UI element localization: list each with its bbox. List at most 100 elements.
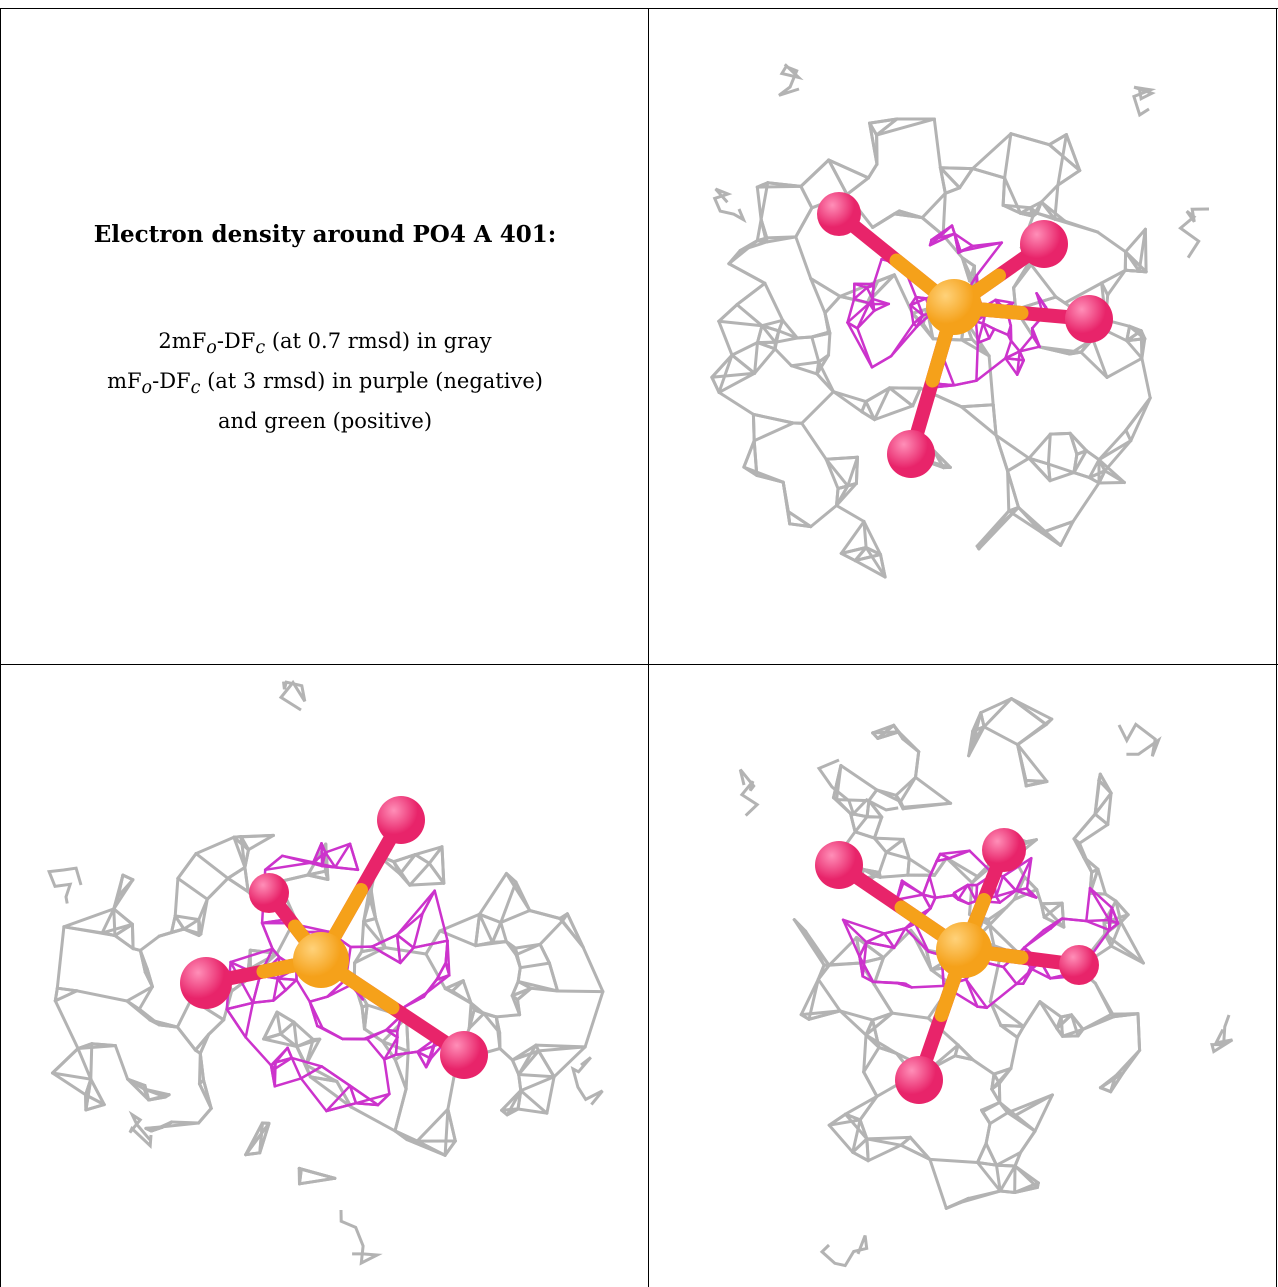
mesh-edge (308, 1000, 324, 1030)
mesh-edge (312, 861, 324, 868)
mesh-edge (809, 277, 827, 315)
mesh-edge (998, 889, 1018, 904)
mesh-edge (1087, 469, 1107, 480)
mesh-edge (717, 371, 757, 394)
mesh-edge (995, 1151, 1022, 1167)
mesh-edge (976, 337, 991, 345)
mesh-edge (1039, 200, 1057, 221)
mesh-edge (788, 522, 813, 529)
mesh-edge (1009, 697, 1054, 721)
mesh-edge (404, 1049, 410, 1091)
mesh-edge (1027, 456, 1050, 466)
mesh-edge (920, 216, 945, 237)
mesh-edge (304, 1063, 312, 1079)
mesh-edge (862, 520, 882, 556)
mesh-edge (1038, 1000, 1063, 1019)
oxygen-atom (895, 1056, 943, 1104)
mesh-edge (251, 999, 275, 1005)
mesh-edge (988, 1000, 1003, 1027)
mesh-edge (297, 1166, 337, 1180)
mesh-edge (1014, 856, 1033, 892)
mesh-edge (1049, 917, 1064, 930)
mesh-edge (854, 455, 859, 485)
mesh-edge (399, 946, 415, 965)
mesh-edge (710, 353, 734, 379)
mesh-edge (298, 1176, 337, 1186)
mesh-edge (971, 132, 1013, 171)
mesh-edge (545, 1075, 556, 1115)
phosphorus-atom (926, 279, 982, 335)
mesh-edge (62, 907, 116, 929)
mesh-edge (478, 912, 503, 924)
mesh-edge (742, 439, 756, 469)
mesh-edge (504, 940, 518, 957)
mesh-edge (498, 1047, 514, 1062)
mesh-edge (858, 955, 875, 984)
mesh-fragment (1210, 1014, 1234, 1054)
mesh-edge (1070, 1013, 1085, 1031)
mesh-edge (864, 546, 887, 579)
mesh-edge (1064, 133, 1082, 172)
mesh-edge (516, 966, 522, 983)
mesh-edge (911, 386, 922, 408)
mesh-edge (935, 857, 951, 863)
mesh-edge (861, 940, 868, 978)
mesh-edge (198, 1033, 211, 1055)
mesh-edge (862, 1045, 881, 1074)
mesh-edge (1054, 295, 1067, 305)
mesh-edge (959, 403, 995, 409)
mesh-edge (883, 932, 896, 950)
mesh-edge (392, 853, 417, 864)
mesh-edge (1053, 183, 1060, 221)
mesh-edge (467, 1012, 486, 1030)
mesh-edge (959, 405, 998, 437)
mesh-edge (244, 1121, 271, 1157)
mesh-edge (1001, 875, 1018, 892)
oxygen-atom (1059, 945, 1099, 985)
mesh-edge (53, 986, 59, 1003)
mesh-edge (304, 1063, 339, 1083)
mesh-edge (1071, 481, 1101, 524)
mesh-edge (894, 793, 905, 809)
mesh-edge (494, 1013, 522, 1019)
mesh-edge (370, 945, 402, 965)
mesh-edge (425, 978, 438, 995)
mesh-edge (960, 256, 976, 286)
mesh-edge (872, 982, 894, 1015)
density-render-1 (710, 63, 1210, 579)
mesh-edge (777, 329, 799, 340)
mesh-edge (517, 1073, 556, 1079)
mesh-edge (581, 945, 605, 994)
mesh-edge (354, 1101, 380, 1107)
mesh-edge (717, 390, 755, 416)
mesh-edge (1110, 906, 1120, 925)
mesh-edge (786, 510, 813, 529)
mesh-edge (871, 282, 875, 301)
mesh-edge (851, 1150, 870, 1163)
mesh-edge (853, 546, 868, 563)
mesh-edge (370, 933, 399, 948)
mesh-edge (710, 375, 721, 394)
mesh-edge (1030, 327, 1041, 348)
mesh-edge (100, 922, 134, 935)
mesh-edge (1081, 1015, 1116, 1031)
mesh-edge (112, 907, 117, 937)
mesh-edge (51, 1071, 88, 1097)
mesh-edge (112, 907, 134, 926)
mesh-edge (1007, 509, 1044, 535)
mesh-edge (773, 336, 799, 344)
mesh-edge (528, 909, 562, 920)
mesh-edge (76, 1047, 93, 1081)
mesh-edge (789, 360, 821, 368)
mesh-edge (226, 876, 250, 894)
mesh-edge (921, 893, 932, 910)
mesh-edge (175, 1025, 197, 1052)
mesh-edge (752, 421, 795, 443)
mesh-edge (824, 457, 850, 488)
mesh-edge (866, 1143, 903, 1163)
mesh-edge (810, 330, 831, 339)
mesh-edge (202, 1078, 213, 1110)
mesh-edge (482, 1012, 498, 1019)
mesh-edge (1085, 919, 1111, 932)
mesh-edge (398, 872, 412, 887)
